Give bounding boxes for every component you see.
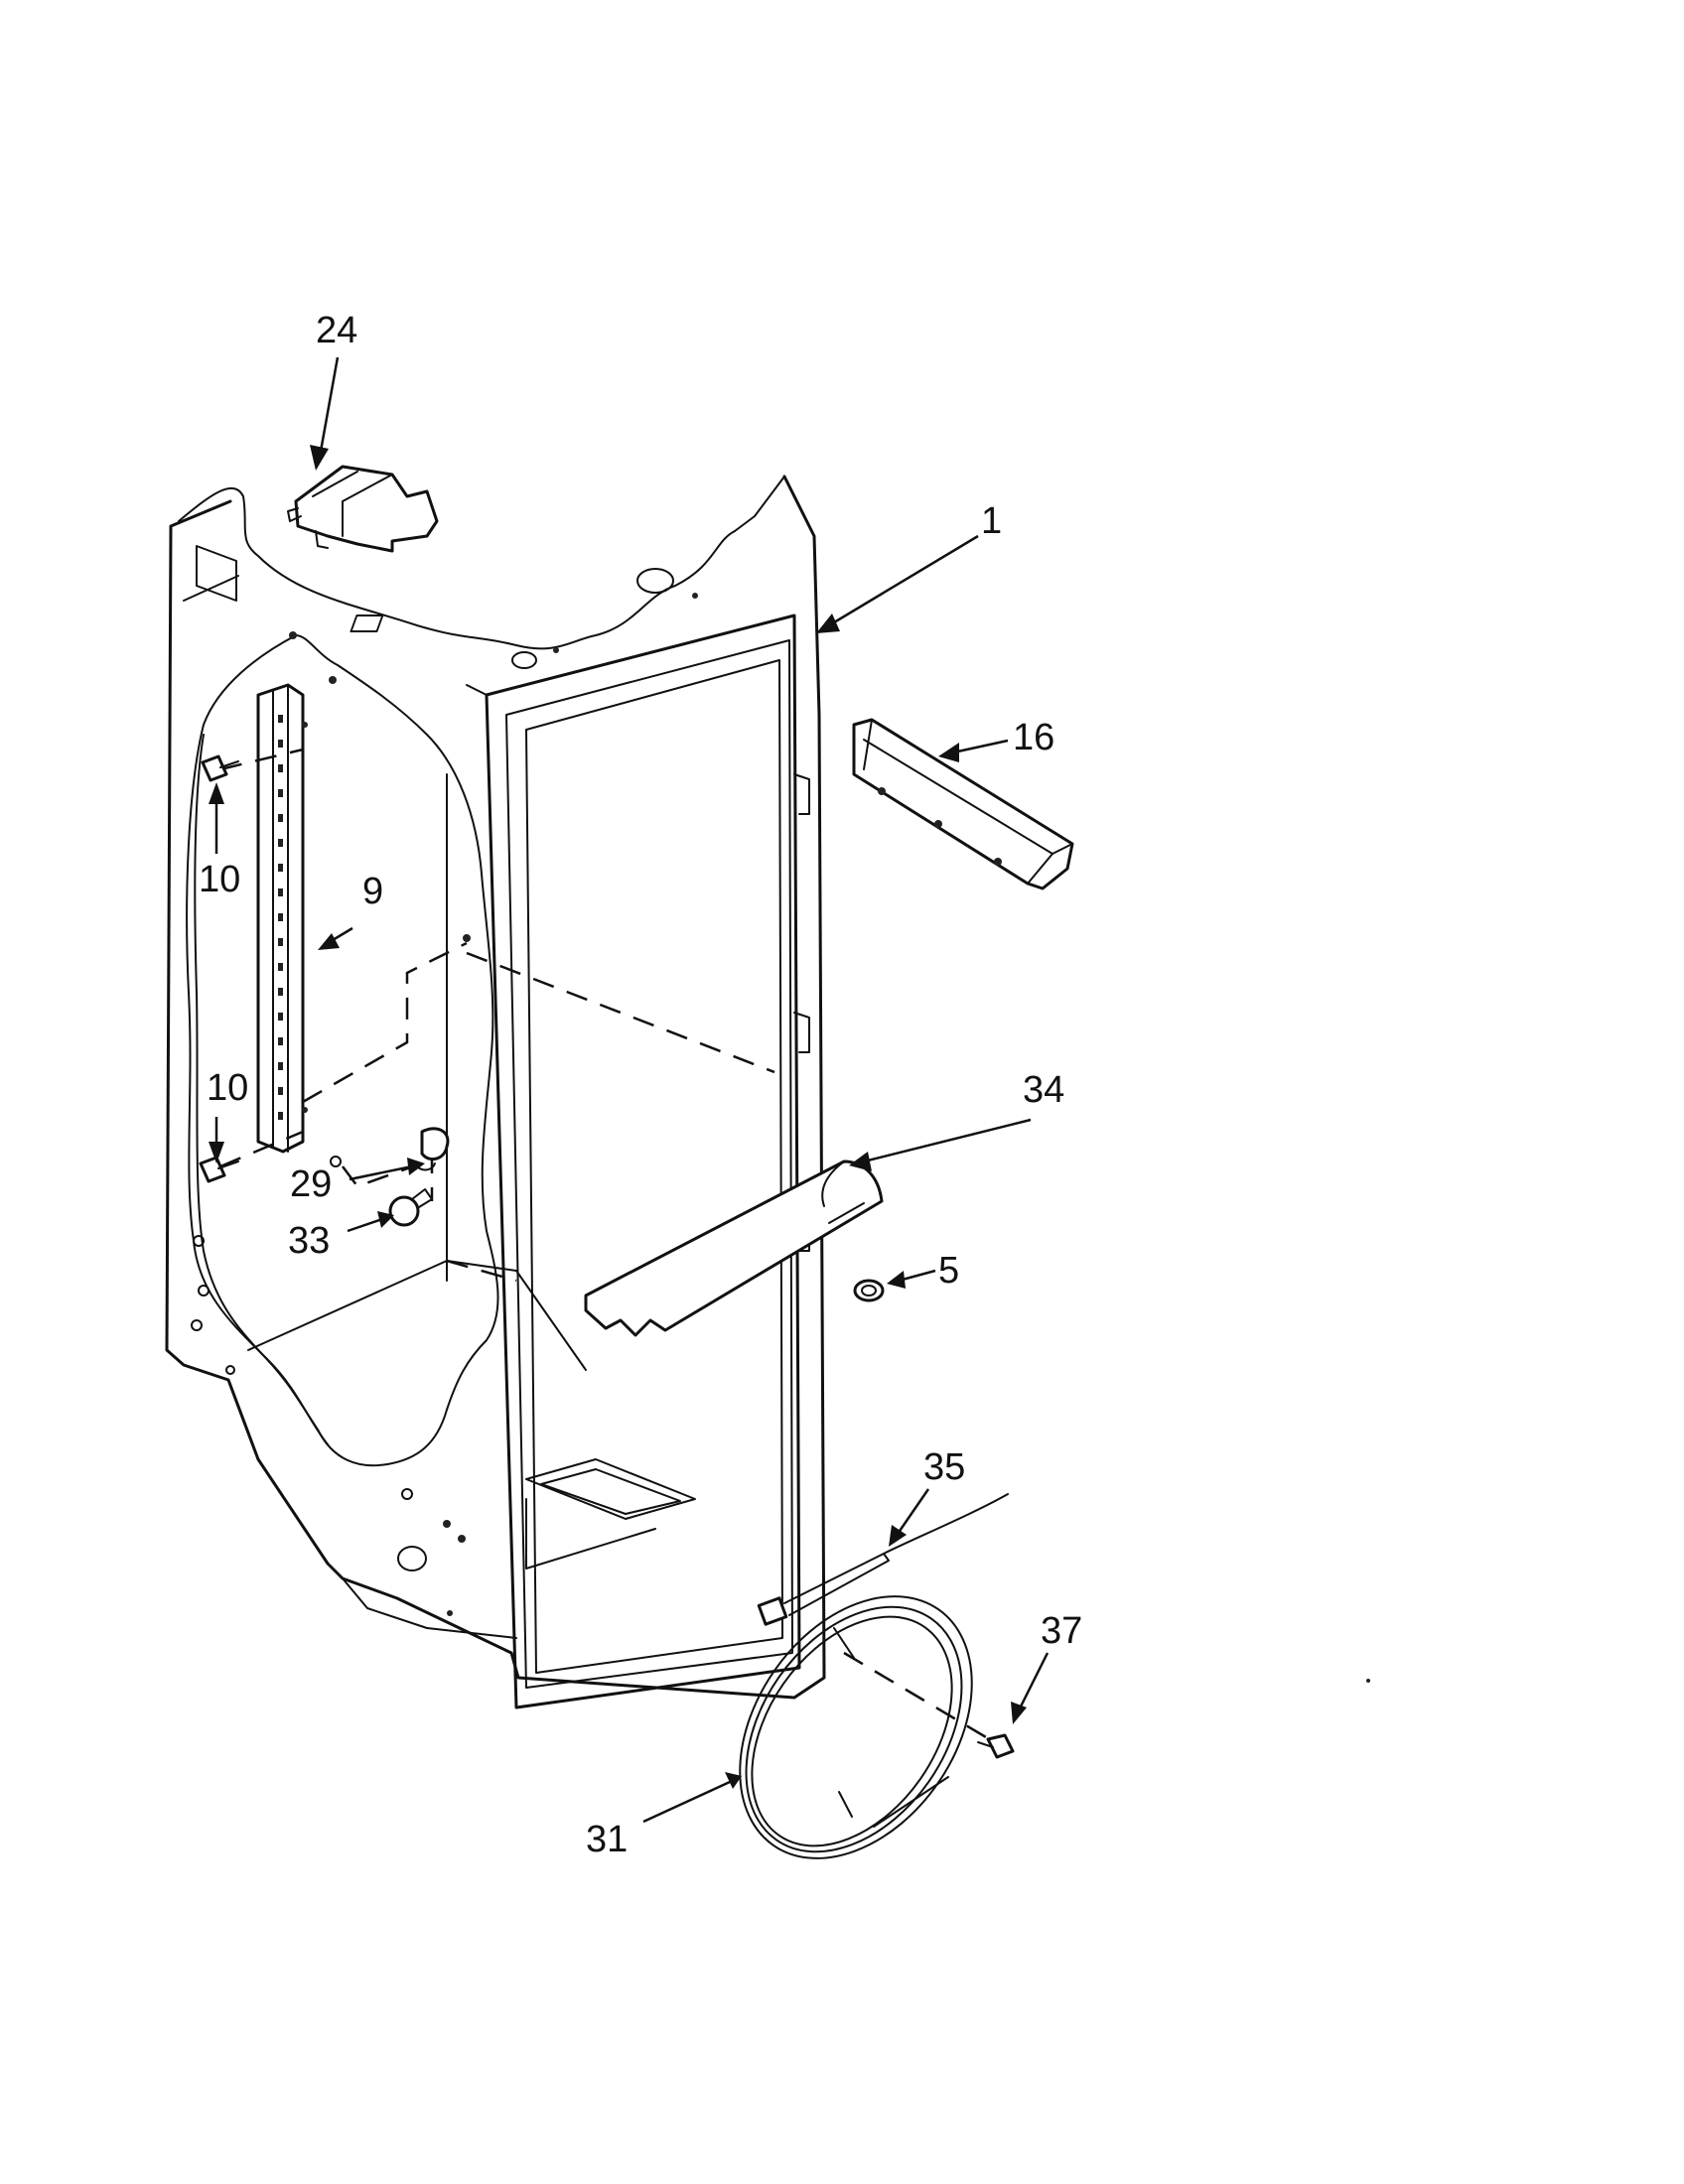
screw-upper (201, 754, 239, 782)
callout-9: 9 (362, 871, 383, 912)
control-housing (287, 465, 439, 553)
leader-lines (209, 356, 1050, 1824)
screw-37 (977, 1733, 1015, 1759)
cable-tie (757, 1493, 1009, 1626)
cabinet-liner (165, 475, 826, 1709)
callout-35: 35 (923, 1446, 965, 1488)
shelf-rail (256, 683, 308, 1154)
light-bulb (388, 1188, 433, 1227)
callout-29: 29 (290, 1163, 332, 1205)
tubing-coil (739, 1595, 973, 1859)
callout-16: 16 (1013, 717, 1054, 758)
callout-34: 34 (1023, 1069, 1064, 1111)
callout-37: 37 (1041, 1610, 1082, 1652)
air-cover (584, 1160, 884, 1337)
grommet (853, 1279, 885, 1302)
callout-33: 33 (288, 1220, 330, 1262)
light-socket (330, 1127, 450, 1171)
callout-24: 24 (316, 310, 357, 351)
callout-labels: 24 1 16 10 9 10 34 29 33 5 35 37 31 (199, 310, 1082, 1860)
callout-10-upper: 10 (199, 859, 240, 900)
callout-1: 1 (981, 500, 1002, 542)
callout-31: 31 (586, 1819, 628, 1860)
callout-10-lower: 10 (207, 1067, 248, 1109)
screw-lower (199, 1156, 239, 1183)
drip-trough (852, 718, 1074, 890)
callout-5: 5 (938, 1250, 959, 1292)
